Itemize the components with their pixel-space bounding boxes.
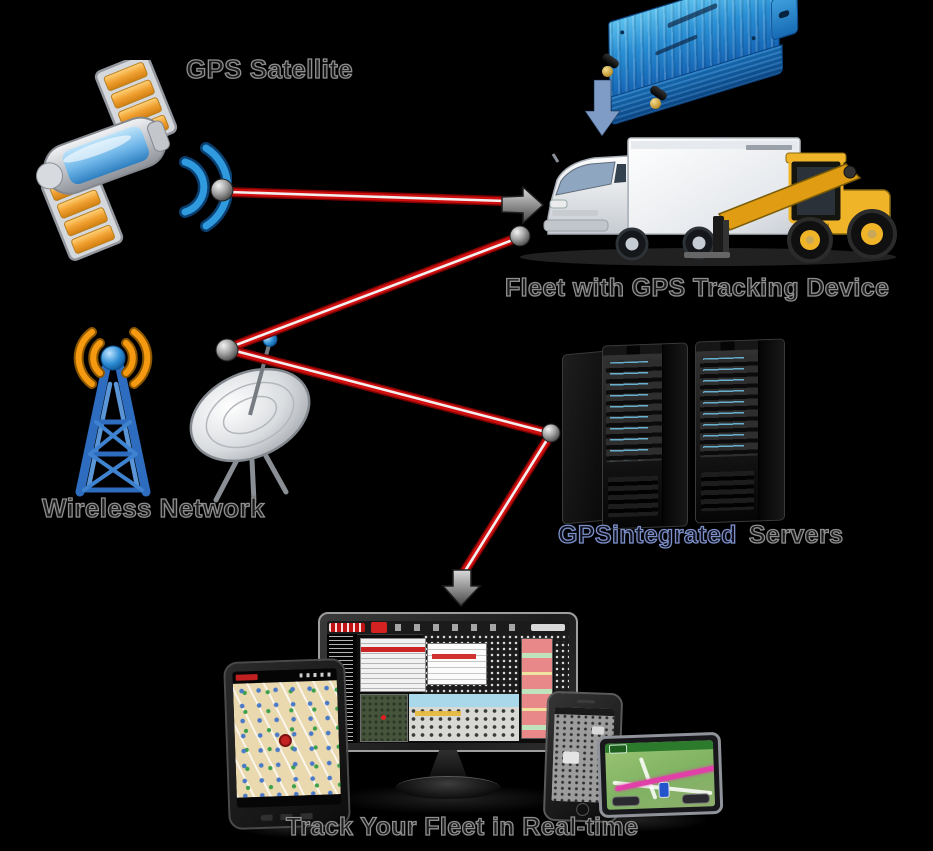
beam-servers-to-monitor: [459, 429, 556, 577]
beam-satellite-to-fleet: [221, 187, 511, 206]
gray-arrow-right-icon: [501, 185, 545, 225]
satellite-map-panel: [360, 694, 408, 742]
realtime-label: Track Your Fleet in Real-time: [285, 812, 639, 841]
servers-word-text: Servers: [748, 520, 844, 549]
beam-wireless-to-servers: [221, 344, 556, 439]
node-ball: [541, 423, 561, 443]
desktop-monitor-icon: [318, 612, 578, 752]
street-map-panel: [409, 694, 519, 707]
tracking-software-screen: [327, 621, 569, 743]
satellite-icon: [35, 60, 232, 261]
gps-navigator-icon: [596, 731, 724, 819]
node-ball: [210, 178, 234, 202]
monitor-base: [396, 776, 500, 799]
app-logo: [329, 623, 365, 632]
gps-satellite-label: GPS Satellite: [185, 53, 354, 84]
blue-arrow-down-icon: [584, 79, 621, 137]
report-panel: [360, 638, 426, 692]
telehandler-icon: [684, 152, 897, 263]
signal-arcs-icon: [73, 327, 153, 389]
cell-tower-icon: [75, 345, 151, 497]
node-ball: [215, 338, 239, 362]
tablet-icon: [223, 657, 351, 831]
navigator-map-screen: [604, 740, 716, 810]
popup-panel: [427, 643, 487, 685]
servers-label: GPSintegrated Servers: [557, 520, 844, 550]
tablet-map-screen: [232, 668, 342, 808]
servers-brand-text: GPSintegrated: [557, 520, 737, 549]
wireless-network-label: Wireless Network: [41, 492, 265, 523]
phone-speaker: [576, 699, 595, 704]
fleet-label: Fleet with GPS Tracking Device: [504, 273, 890, 302]
app-toolbar: [327, 621, 569, 635]
node-ball: [509, 225, 531, 247]
gray-arrow-down-icon: [441, 569, 482, 608]
tablet-map: [232, 680, 341, 798]
beam-fleet-to-wireless: [221, 232, 524, 354]
fleet-illustration: [520, 137, 897, 266]
